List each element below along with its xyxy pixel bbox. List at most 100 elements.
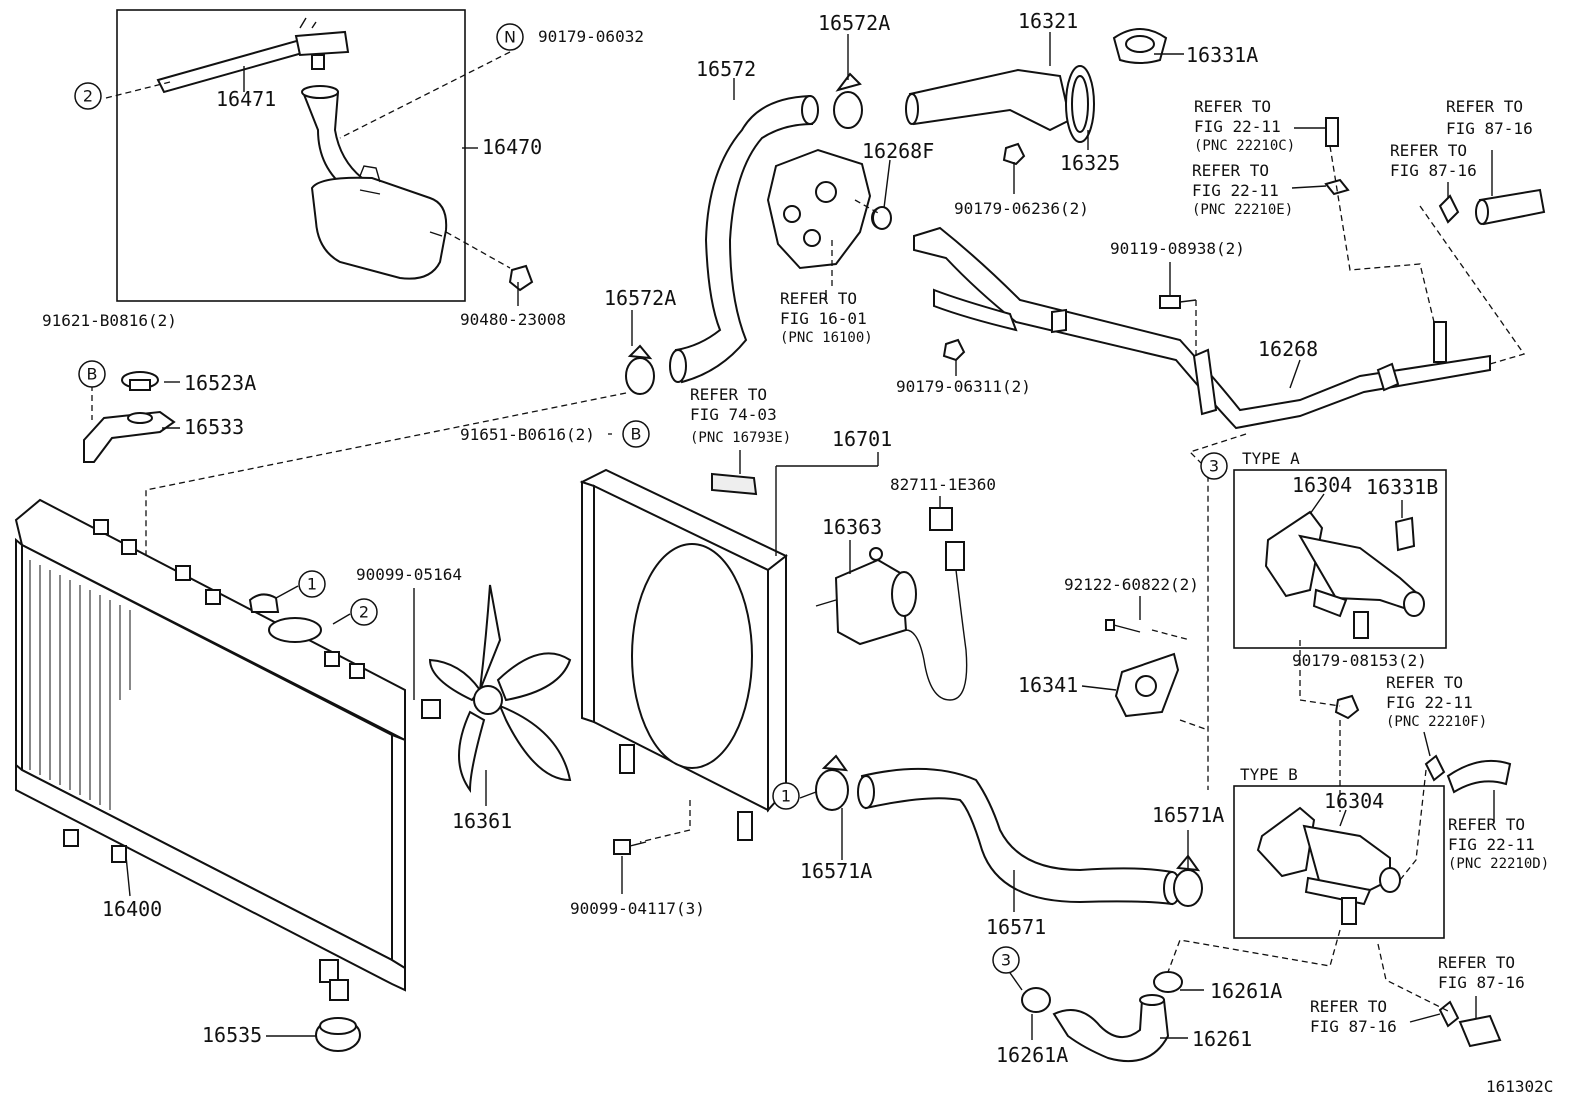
label-16400: 16400 (102, 897, 162, 921)
radiator-16400 (14, 498, 406, 1001)
svg-text:B: B (631, 425, 642, 444)
svg-text:FIG 22-11: FIG 22-11 (1194, 117, 1281, 136)
clamp-16572A-mid (625, 344, 655, 395)
marker-1-hose: 1 (772, 782, 800, 810)
gasket-16268F (872, 206, 892, 230)
label-16341: 16341 (1018, 673, 1078, 697)
svg-text:REFER TO: REFER TO (1192, 161, 1269, 180)
refer-fig16-01: REFER TO FIG 16-01 (PNC 16100) (780, 289, 873, 346)
nut-90179-08153 (1334, 694, 1360, 720)
label-16261: 16261 (1192, 1027, 1252, 1051)
marker-b-left: B (78, 360, 106, 388)
svg-text:FIG 87-16: FIG 87-16 (1390, 161, 1477, 180)
refer-fig87-16-b: REFER TO FIG 87-16 (1390, 141, 1477, 180)
label-16261A-right: 16261A (1210, 979, 1282, 1003)
refer-parts-top-right (1324, 117, 1546, 226)
label-type-a: TYPE A (1242, 449, 1300, 468)
label-type-b: TYPE B (1240, 765, 1298, 784)
svg-text:FIG 87-16: FIG 87-16 (1438, 973, 1525, 992)
label-16268: 16268 (1258, 337, 1318, 361)
svg-text:REFER TO: REFER TO (1390, 141, 1467, 160)
svg-text:1: 1 (781, 787, 791, 806)
svg-text:B: B (87, 365, 98, 384)
radiator-fins (29, 560, 131, 810)
svg-text:2: 2 (83, 87, 93, 106)
label-16325: 16325 (1060, 151, 1120, 175)
marker-2-inset: 2 (74, 82, 102, 110)
label-16571A-right: 16571A (1152, 803, 1224, 827)
label-16535: 16535 (202, 1023, 262, 1047)
label-16268F: 16268F (862, 139, 934, 163)
clamp-16571A-left (815, 754, 849, 811)
svg-text:REFER TO: REFER TO (1386, 673, 1463, 692)
label-90480-23008: 90480-23008 (460, 310, 566, 329)
svg-text:1: 1 (307, 575, 317, 594)
label-90099-05164: 90099-05164 (356, 565, 462, 584)
nut-90480-23008 (508, 264, 534, 292)
refer-fig74-03: REFER TO FIG 74-03 (PNC 16793E) (690, 385, 791, 446)
connector-82711 (905, 507, 968, 701)
label-16523A: 16523A (184, 371, 256, 395)
svg-text:FIG 16-01: FIG 16-01 (780, 309, 867, 328)
refer-fig22-11-d: REFER TO FIG 22-11 (PNC 22210D) (1448, 815, 1549, 872)
svg-text:FIG 87-16: FIG 87-16 (1446, 119, 1533, 138)
label-82711-1E360: 82711-1E360 (890, 475, 996, 494)
svg-text:(PNC 16100): (PNC 16100) (780, 330, 873, 346)
label-16304-b: 16304 (1324, 789, 1384, 813)
bypass-hose-16261 (1052, 994, 1170, 1063)
marker-1-radiator: 1 (298, 570, 326, 598)
marker-3-pipe: 3 (1200, 452, 1228, 480)
svg-text:REFER TO: REFER TO (780, 289, 857, 308)
label-16361: 16361 (452, 809, 512, 833)
plug-16523A (121, 371, 159, 391)
svg-text:REFER TO: REFER TO (1194, 97, 1271, 116)
upper-hose-16572 (669, 94, 819, 384)
gasket-16341 (1114, 652, 1180, 718)
bolt-90099-04117 (613, 839, 647, 855)
type-a-box (1233, 469, 1447, 649)
refer-fig22-11-e: REFER TO FIG 22-11 (PNC 22210E) (1192, 161, 1293, 218)
leader-lines (125, 32, 1495, 1040)
label-16261A-left: 16261A (996, 1043, 1068, 1067)
clamp-16572A-top (833, 72, 863, 129)
type-b-box (1233, 785, 1445, 939)
svg-text:FIG 22-11: FIG 22-11 (1448, 835, 1535, 854)
label-16331A: 16331A (1186, 43, 1258, 67)
label-16363: 16363 (822, 515, 882, 539)
svg-text:2: 2 (359, 603, 369, 622)
svg-text:REFER TO: REFER TO (1446, 97, 1523, 116)
svg-text:FIG 74-03: FIG 74-03 (690, 405, 777, 424)
svg-text:3: 3 (1209, 457, 1219, 476)
label-16331B: 16331B (1366, 475, 1438, 499)
label-16304-a: 16304 (1292, 473, 1352, 497)
svg-text:(PNC 22210E): (PNC 22210E) (1192, 202, 1293, 218)
water-outlet-16321 (905, 65, 1095, 143)
refer-fig87-16-c: REFER TO FIG 87-16 (1438, 953, 1525, 992)
fan-motor-16363 (815, 547, 917, 646)
marker-n: N (496, 23, 524, 51)
label-16701: 16701 (832, 427, 892, 451)
refer-fig22-11-f: REFER TO FIG 22-11 (PNC 22210F) (1386, 673, 1487, 730)
label-92122-60822: 92122-60822(2) (1064, 575, 1199, 594)
engine-housing (766, 148, 889, 270)
fan-16361 (428, 584, 572, 794)
refer-fig87-16-d: REFER TO FIG 87-16 (1310, 997, 1397, 1036)
bracket-16533 (83, 410, 176, 463)
refer-parts-lower-right (1424, 754, 1512, 1048)
label-16572: 16572 (696, 57, 756, 81)
svg-text:N: N (504, 28, 516, 47)
label-16470: 16470 (482, 135, 542, 159)
svg-text:(PNC 22210D): (PNC 22210D) (1448, 856, 1549, 872)
nut-90179-06236 (1002, 142, 1026, 166)
svg-text:(PNC 22210C): (PNC 22210C) (1194, 138, 1295, 154)
clamp-16261A-left (1021, 987, 1051, 1013)
water-pipe-16268 (913, 226, 1491, 430)
label-16572A-top: 16572A (818, 11, 890, 35)
reservoir-inset (116, 9, 466, 302)
svg-text:FIG 22-11: FIG 22-11 (1192, 181, 1279, 200)
svg-text:(PNC 16793E): (PNC 16793E) (690, 430, 791, 446)
label-90119-08938: 90119-08938(2) (1110, 239, 1245, 258)
svg-text:FIG 22-11: FIG 22-11 (1386, 693, 1473, 712)
clamp-16261A-right (1153, 971, 1183, 993)
